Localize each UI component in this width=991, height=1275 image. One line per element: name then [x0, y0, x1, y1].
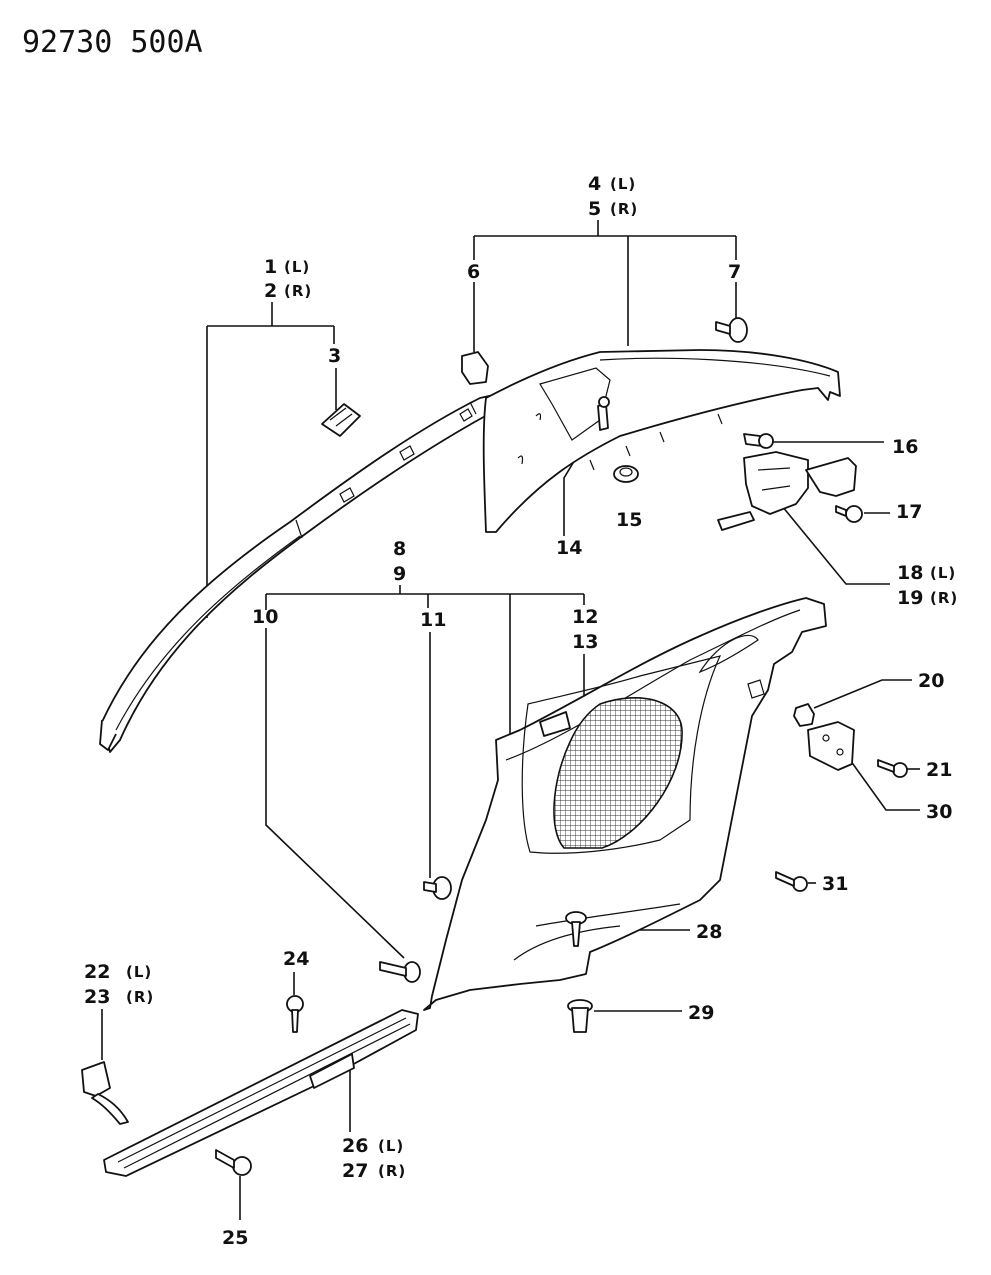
screw-28 — [565, 911, 587, 947]
callout-12-13: 12 13 — [572, 606, 598, 653]
screw-10 — [379, 961, 421, 983]
bolt-17 — [835, 505, 863, 523]
side-label: (L) — [930, 564, 956, 582]
screw-14 — [597, 396, 610, 431]
part-number: 19 — [897, 587, 923, 609]
callout-29: 29 — [688, 1002, 714, 1024]
grommet-15 — [613, 465, 639, 483]
part-number: 5 — [588, 198, 601, 220]
callout-1-2: 1 (L) 2 (R) — [264, 256, 312, 302]
side-label: (L) — [126, 963, 152, 981]
clip-29 — [567, 999, 593, 1033]
side-label: (R) — [930, 589, 958, 607]
callout-11: 11 — [420, 609, 446, 631]
side-label: (R) — [284, 282, 312, 300]
screw-25 — [215, 1149, 252, 1176]
side-label: (R) — [378, 1162, 406, 1180]
seat-belt-bracket — [717, 451, 857, 531]
callout-30: 30 — [926, 801, 952, 823]
part-number: 27 — [342, 1160, 368, 1182]
side-label: (R) — [126, 988, 154, 1006]
callout-17: 17 — [896, 501, 922, 523]
part-number: 9 — [393, 563, 406, 585]
document-id: 92730 500A — [22, 25, 203, 60]
callout-25: 25 — [222, 1227, 248, 1249]
part-number: 23 — [84, 986, 110, 1008]
side-label: (R) — [610, 200, 638, 218]
nut-20 — [793, 703, 815, 727]
plate-30 — [807, 721, 855, 771]
part-number: 2 — [264, 280, 277, 302]
callout-4-5: 4 (L) 5 (R) — [588, 173, 638, 220]
callout-6: 6 — [467, 261, 480, 283]
screw-31 — [775, 871, 808, 892]
side-label: (L) — [284, 258, 310, 276]
callout-21: 21 — [926, 759, 952, 781]
callout-26-27: 26 (L) 27 (R) — [342, 1135, 406, 1182]
part-number: 22 — [84, 961, 110, 983]
callout-24: 24 — [283, 948, 309, 970]
side-label: (L) — [378, 1137, 404, 1155]
push-clip-11 — [423, 876, 452, 900]
clip-3 — [321, 403, 361, 437]
scuff-plate — [103, 1009, 419, 1177]
callout-3: 3 — [328, 345, 341, 367]
part-number: 13 — [572, 631, 598, 653]
part-number: 18 — [897, 562, 923, 584]
part-number: 1 — [264, 256, 277, 278]
callout-28: 28 — [696, 921, 722, 943]
clip-16 — [743, 433, 774, 449]
bracket-22-23 — [81, 1061, 129, 1125]
speaker-grille — [553, 697, 683, 849]
callout-10: 10 — [252, 606, 278, 628]
callout-7: 7 — [728, 261, 741, 283]
screw-21 — [877, 759, 908, 778]
callout-20: 20 — [918, 670, 944, 692]
upper-quarter-trim — [482, 349, 841, 533]
callout-14: 14 — [556, 537, 582, 559]
part-number: 12 — [572, 606, 598, 628]
push-pin-7 — [715, 317, 748, 343]
clip-6 — [461, 351, 489, 385]
callout-8-9: 8 9 — [393, 538, 406, 585]
callout-22-23: 22 (L) 23 (R) — [84, 961, 154, 1008]
pillar-trim-strip — [99, 393, 501, 753]
callout-15: 15 — [616, 509, 642, 531]
screw-24 — [286, 995, 304, 1033]
side-label: (L) — [610, 175, 636, 193]
part-number: 4 — [588, 173, 601, 195]
callout-18-19: 18 (L) 19 (R) — [897, 562, 958, 609]
part-number: 26 — [342, 1135, 368, 1157]
callout-31: 31 — [822, 873, 848, 895]
part-number: 8 — [393, 538, 406, 560]
callout-16: 16 — [892, 436, 918, 458]
